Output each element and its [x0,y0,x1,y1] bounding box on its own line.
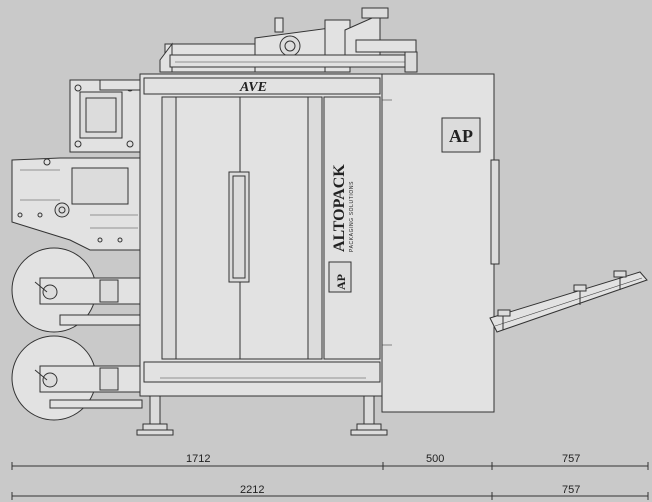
dimension-row-2: 2212 757 [11,484,649,500]
brand-name: ALTOPACK [331,164,348,252]
logo-badge-upper [441,117,481,153]
leveling-feet [136,395,388,436]
control-panel [69,79,145,153]
film-reel-lower [11,335,143,421]
logo-badge-lower [328,261,352,293]
dimension-label: 757 [562,453,580,465]
discharge-conveyor [489,270,648,333]
film-reel-upper [11,247,141,333]
forming-section [11,157,141,251]
dimension-label: 2212 [240,484,264,496]
top-drive-assembly [159,7,418,73]
dimension-label: 500 [426,453,444,465]
model-label: AVE [239,80,267,95]
dimension-label: 757 [562,484,580,496]
brand-column: ALTOPACK PACKAGING SOLUTIONS AP [323,96,381,360]
right-cabinet: AP [381,73,500,413]
logo-glyph-lower: AP [334,274,348,290]
logo-glyph-upper: AP [449,126,473,146]
dimension-row-1: 1712 500 757 [11,453,649,470]
dimension-label: 1712 [186,453,210,465]
brand-tagline: PACKAGING SOLUTIONS [349,181,355,252]
